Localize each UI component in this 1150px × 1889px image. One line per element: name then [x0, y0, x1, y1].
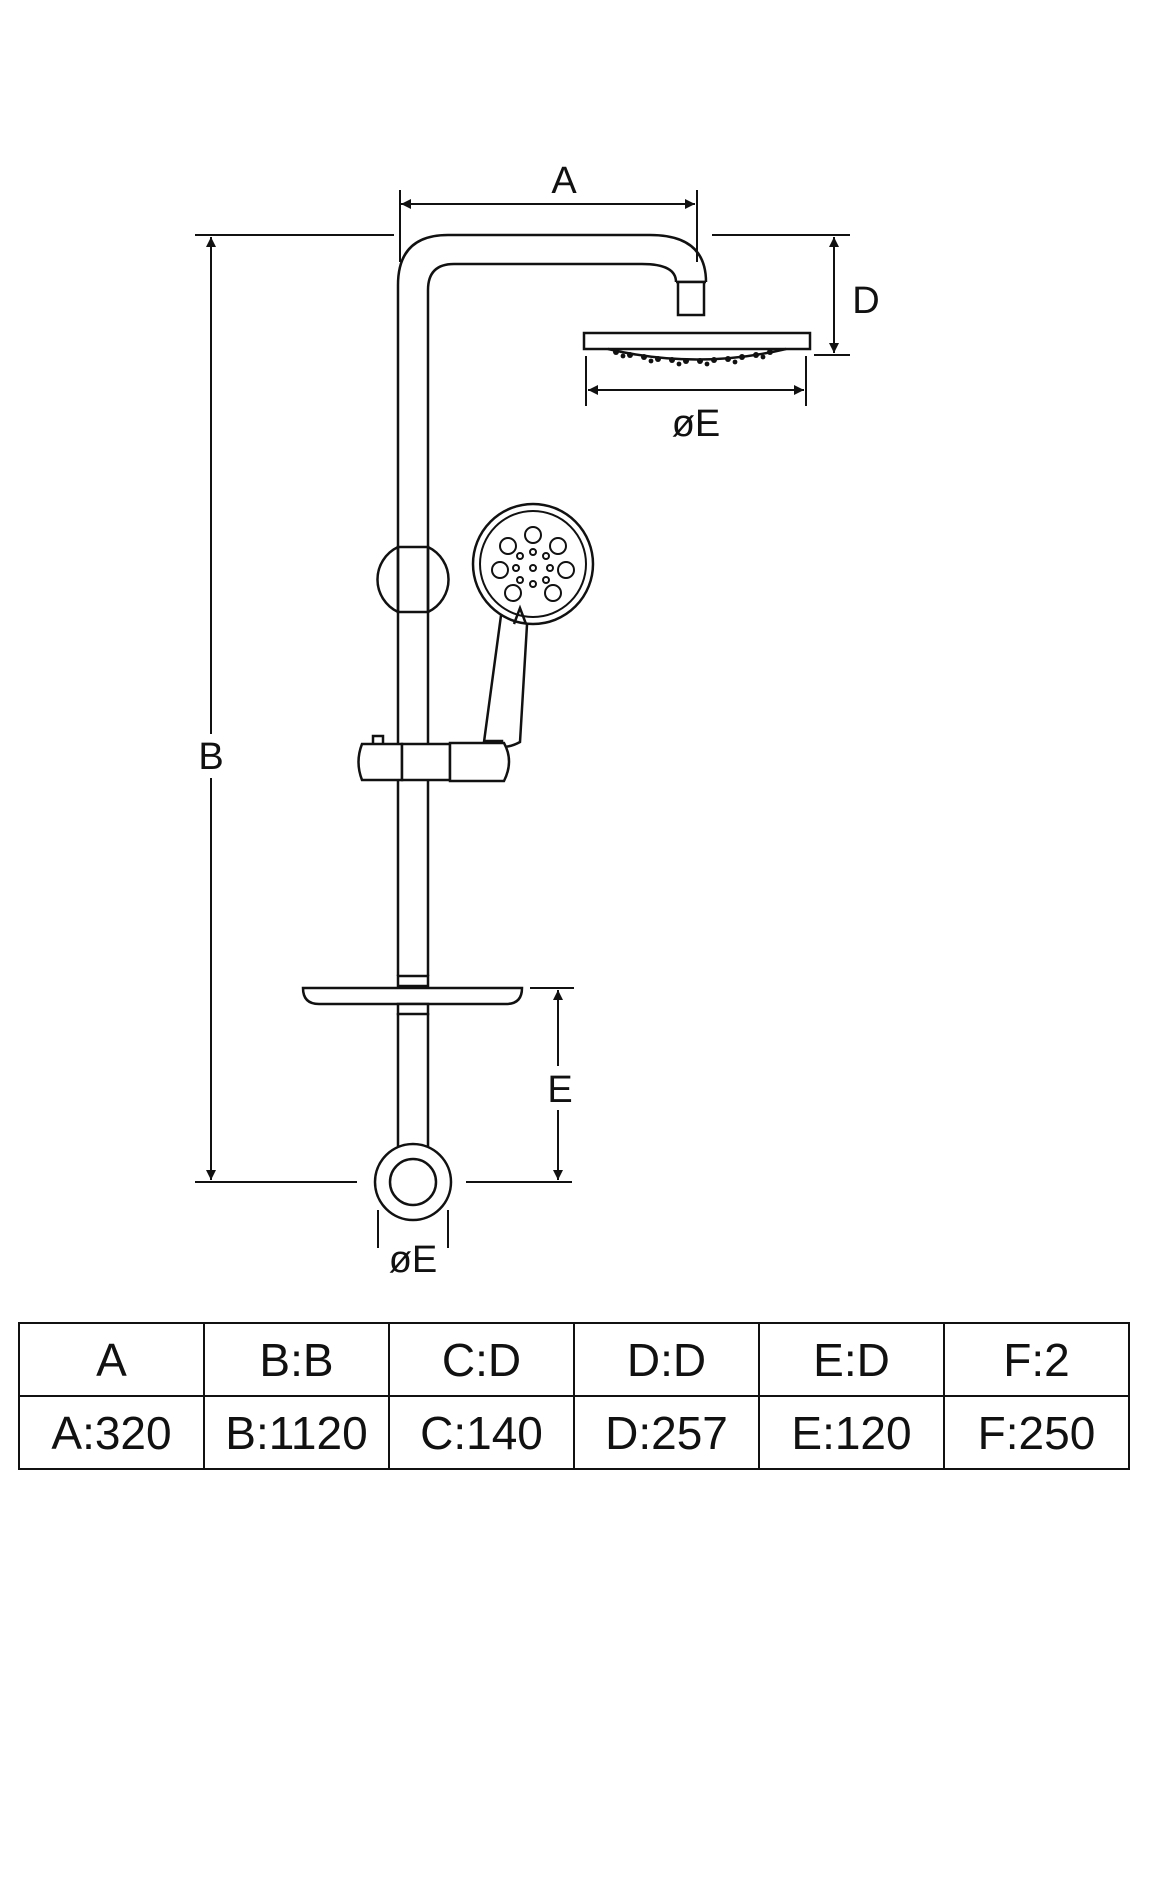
hand-shower	[471, 502, 595, 761]
spec-table-values-row: A:320 B:1120 C:140 D:257 E:120 F:250	[18, 1395, 1130, 1470]
header-cell: A	[18, 1322, 205, 1397]
dimension-e-label: E	[547, 1069, 572, 1111]
dimension-a-label: A	[551, 160, 577, 202]
dimension-base-diameter	[377, 1210, 449, 1248]
dimension-d-label: D	[852, 280, 879, 322]
dimension-a	[399, 190, 698, 262]
upper-bracket	[376, 545, 450, 614]
overhead-shower-head	[582, 331, 812, 367]
header-cell: B:B	[203, 1322, 390, 1397]
value-cell: B:1120	[203, 1395, 390, 1470]
dimension-head-diameter	[585, 356, 807, 406]
dimension-head-diameter-label: øE	[672, 403, 721, 445]
header-cell: E:D	[758, 1322, 945, 1397]
overhead-connector	[676, 280, 706, 317]
lower-pipe	[396, 547, 430, 1162]
header-cell: F:2	[943, 1322, 1130, 1397]
dimension-b	[195, 234, 572, 1183]
value-cell: F:250	[943, 1395, 1130, 1470]
slide-holder	[357, 734, 511, 783]
dimension-b-label: B	[198, 736, 223, 778]
dimension-d	[712, 234, 850, 356]
dimension-e	[530, 987, 574, 1180]
dimension-base-diameter-label: øE	[389, 1239, 438, 1281]
soap-shelf	[301, 974, 524, 1016]
value-cell: A:320	[18, 1395, 205, 1470]
spec-table: A B:B C:D D:D E:D F:2 A:320 B:1120 C:140…	[18, 1322, 1130, 1470]
spec-table-header-row: A B:B C:D D:D E:D F:2	[18, 1322, 1130, 1397]
header-cell: C:D	[388, 1322, 575, 1397]
value-cell: D:257	[573, 1395, 760, 1470]
value-cell: C:140	[388, 1395, 575, 1470]
wall-bracket	[373, 1142, 453, 1222]
header-cell: D:D	[573, 1322, 760, 1397]
value-cell: E:120	[758, 1395, 945, 1470]
